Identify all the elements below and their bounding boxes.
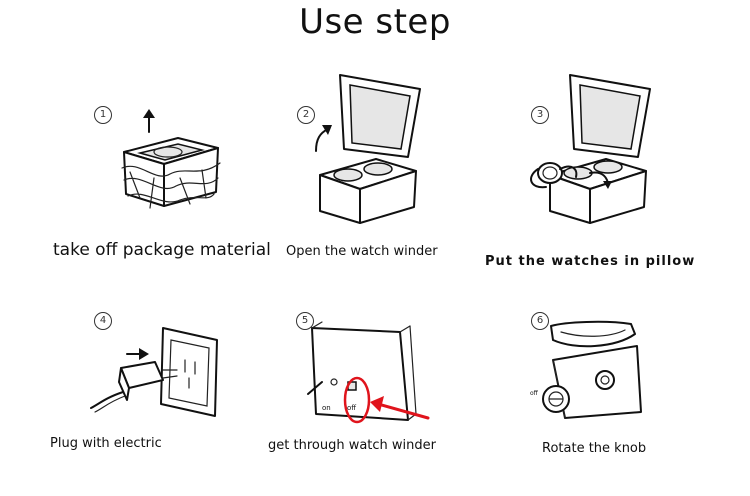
unbox-icon	[121, 109, 221, 209]
step-3-caption: Put the watches in pillow	[485, 254, 696, 269]
knob-icon	[542, 320, 642, 419]
open-lid-icon	[315, 74, 421, 224]
switch-on-label: on	[322, 404, 331, 412]
step-2-number: 2	[297, 106, 315, 124]
power-plug-icon	[90, 327, 218, 417]
step-5-caption: get through watch winder	[268, 438, 436, 453]
watch-pillow-icon	[530, 74, 651, 224]
step-1-caption: take off package material	[53, 240, 271, 260]
step-3-number: 3	[531, 106, 549, 124]
step-5-number: 5	[296, 312, 314, 330]
step-4-number: 4	[94, 312, 112, 330]
step-4-caption: Plug with electric	[50, 436, 162, 451]
step-6-number: 6	[531, 312, 549, 330]
knob-off-label: off	[530, 390, 538, 397]
step-1-number: 1	[94, 106, 112, 124]
switch-off-label: off	[347, 404, 357, 412]
page-title: Use step	[299, 2, 451, 42]
step-2-caption: Open the watch winder	[286, 244, 438, 259]
switch-icon	[307, 321, 430, 424]
step-6-caption: Rotate the knob	[542, 441, 647, 456]
